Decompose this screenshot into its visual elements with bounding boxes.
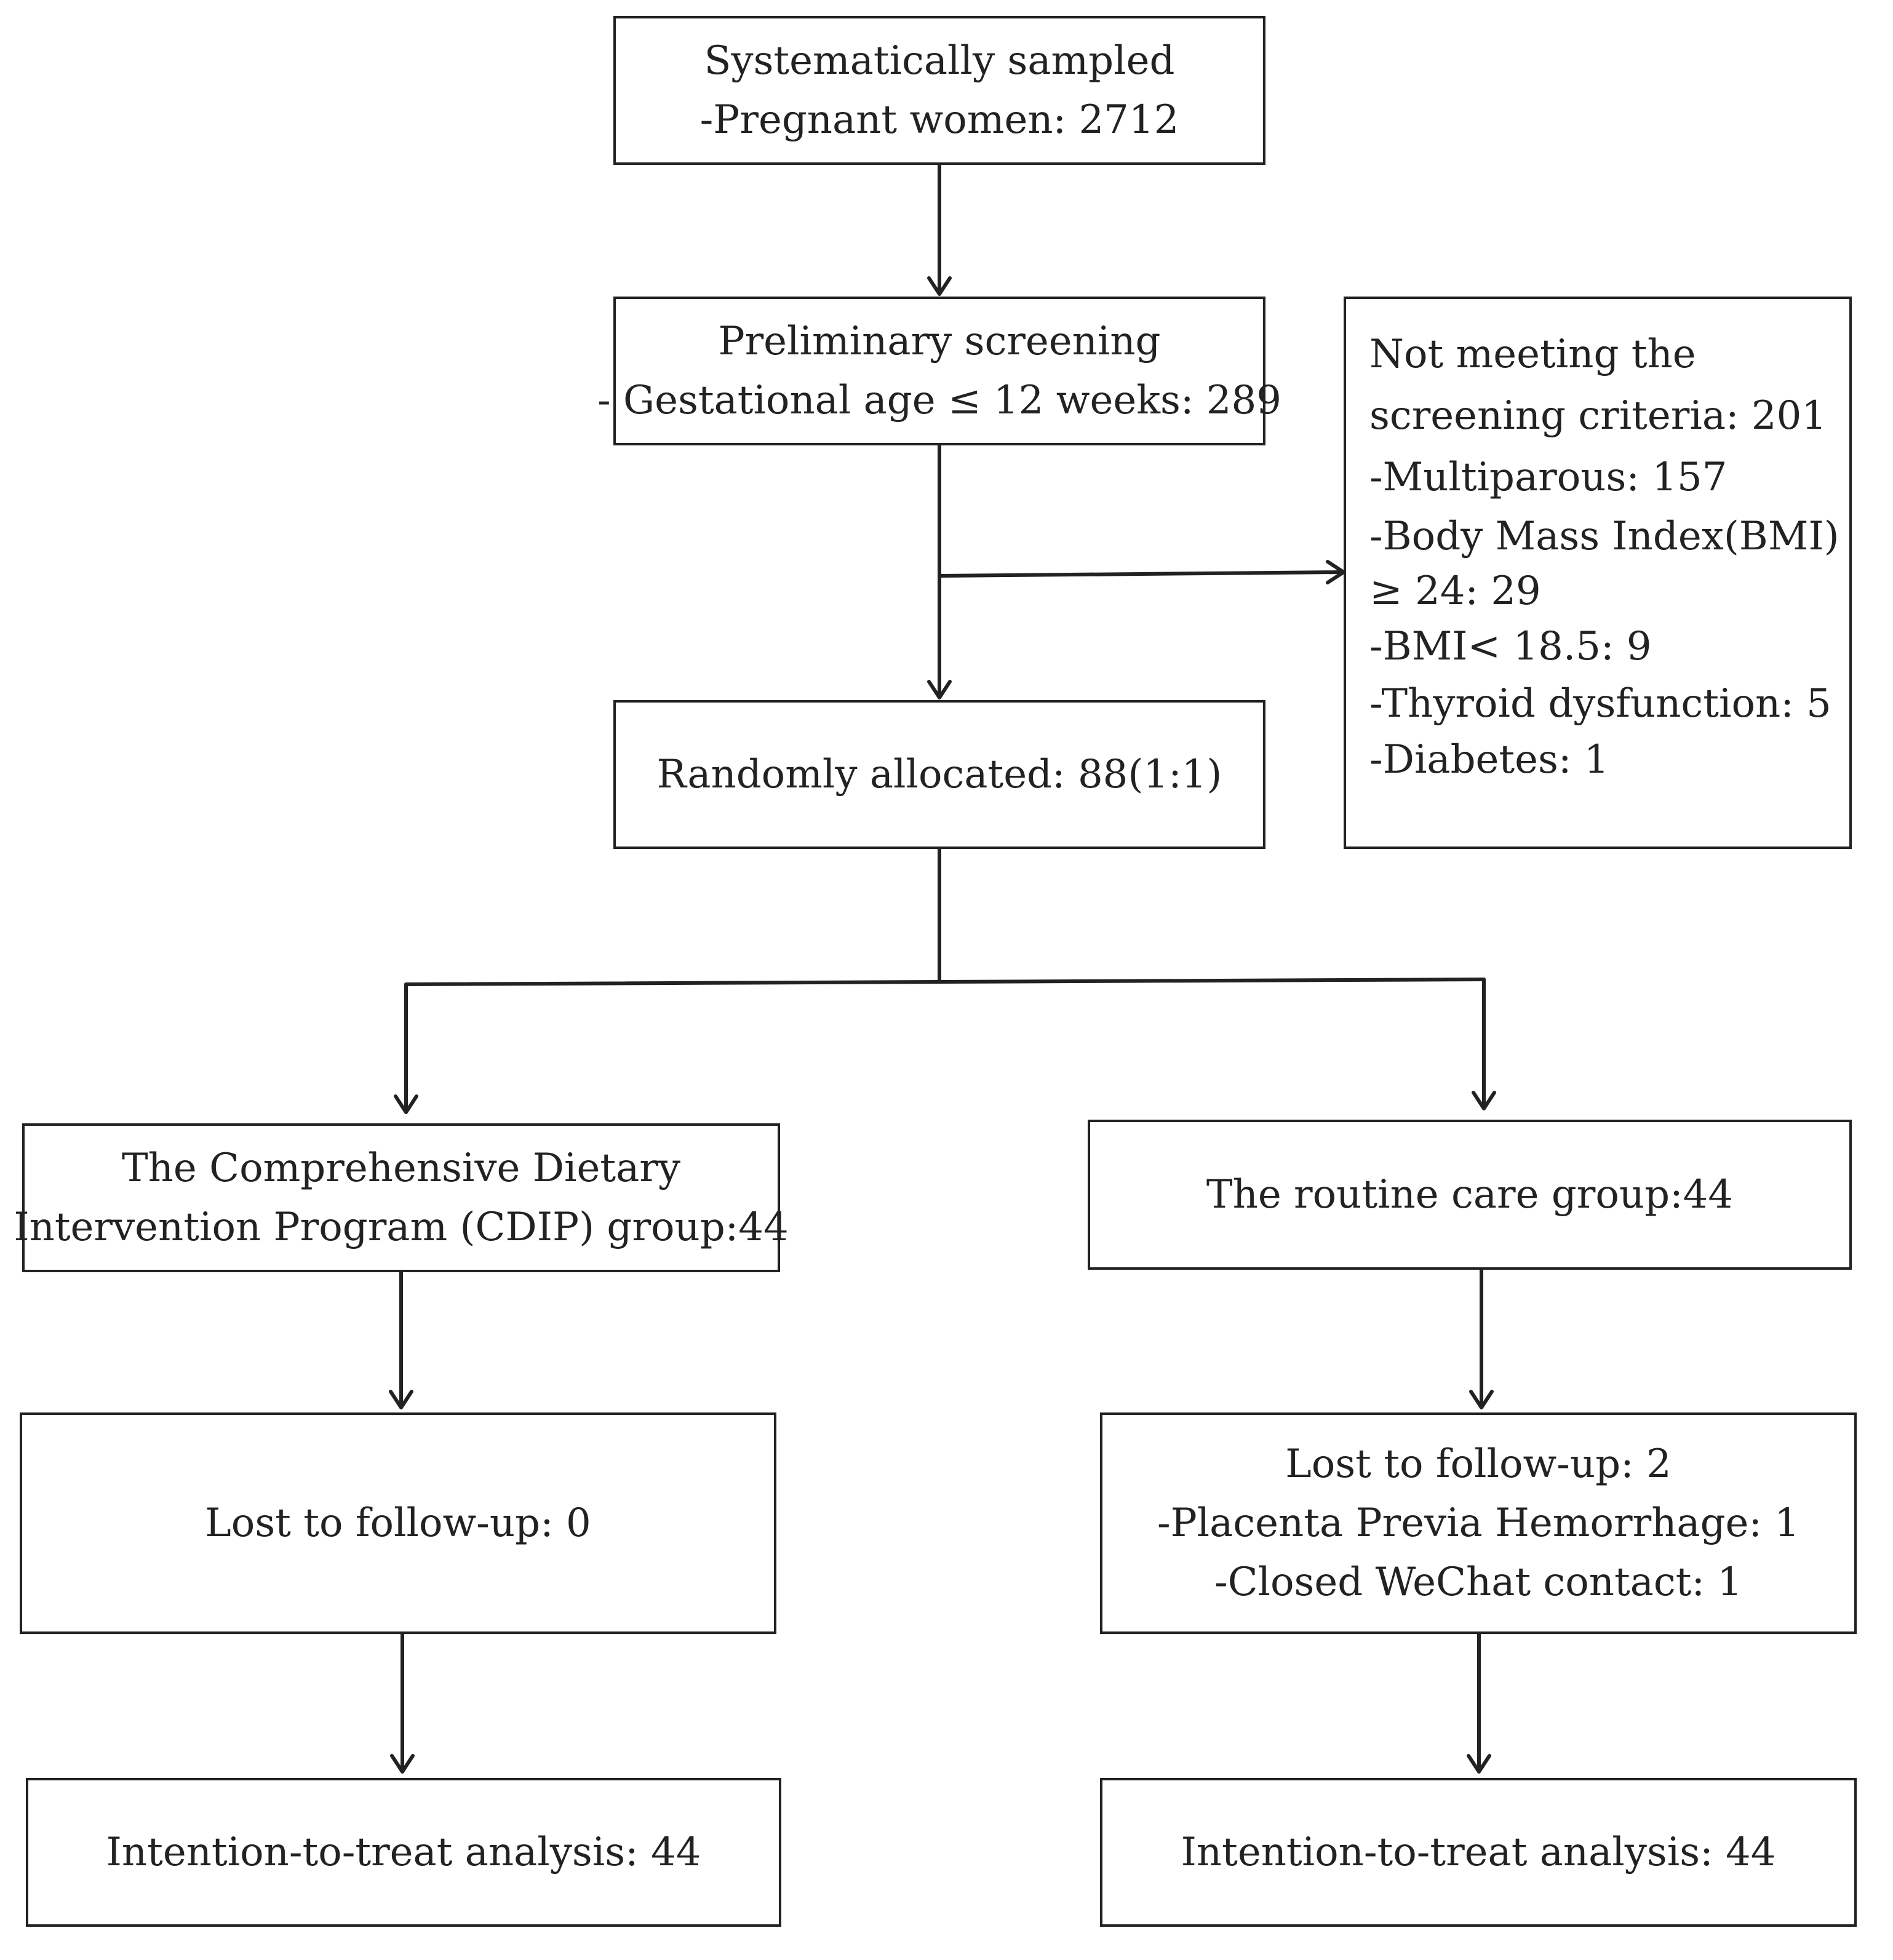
sampled-line-2: -Pregnant women: 2712 bbox=[699, 97, 1179, 143]
excluded-line-2: screening criteria: 201 bbox=[1369, 393, 1827, 439]
box-cdip-group: The Comprehensive Dietary Intervention P… bbox=[14, 1123, 789, 1272]
line-split-horizontal bbox=[404, 978, 1486, 986]
routine-lost-line-3: -Closed WeChat contact: 1 bbox=[1214, 1560, 1743, 1605]
arrow-to-excluded bbox=[938, 570, 1343, 578]
routine-itt-line-1: Intention-to-treat analysis: 44 bbox=[1181, 1830, 1776, 1875]
box-routine-lost: Lost to follow-up: 2 -Placenta Previa He… bbox=[1100, 1412, 1857, 1634]
arrowhead-cdip-itt bbox=[390, 1754, 415, 1774]
sampled-line-1: Systematically sampled bbox=[704, 38, 1175, 84]
excluded-line-5: ≥ 24: 29 bbox=[1369, 568, 1541, 614]
arrowhead-cdip-lost bbox=[389, 1390, 413, 1409]
arrowhead-cdip-group bbox=[394, 1094, 418, 1114]
box-routine-group: The routine care group:44 bbox=[1088, 1120, 1852, 1270]
screening-line-1: Preliminary screening bbox=[718, 319, 1161, 364]
arrowhead-routine-lost bbox=[1469, 1390, 1494, 1409]
box-routine-itt: Intention-to-treat analysis: 44 bbox=[1100, 1778, 1857, 1927]
excluded-line-3: -Multiparous: 157 bbox=[1369, 455, 1728, 500]
excluded-line-4: -Body Mass Index(BMI) bbox=[1369, 514, 1839, 559]
screening-line-2: - Gestational age ≤ 12 weeks: 289 bbox=[597, 378, 1281, 423]
routine-lost-line-1: Lost to follow-up: 2 bbox=[1285, 1441, 1672, 1487]
excluded-line-7: -Thyroid dysfunction: 5 bbox=[1369, 681, 1831, 727]
arrowhead-routine-itt bbox=[1467, 1754, 1491, 1774]
arrowhead-randomized bbox=[927, 680, 952, 699]
randomized-line-1: Randomly allocated: 88(1:1) bbox=[656, 752, 1222, 797]
arrowhead-screening bbox=[927, 276, 952, 296]
excluded-line-8: -Diabetes: 1 bbox=[1369, 737, 1609, 783]
box-excluded: Not meeting the screening criteria: 201 … bbox=[1344, 297, 1852, 849]
excluded-line-1: Not meeting the bbox=[1369, 332, 1696, 377]
routine-lost-line-2: -Placenta Previa Hemorrhage: 1 bbox=[1157, 1500, 1800, 1546]
box-randomized: Randomly allocated: 88(1:1) bbox=[613, 700, 1265, 849]
box-screening: Preliminary screening - Gestational age … bbox=[597, 297, 1281, 445]
routine-group-line-1: The routine care group:44 bbox=[1206, 1172, 1734, 1217]
box-sampled: Systematically sampled -Pregnant women: … bbox=[613, 16, 1265, 165]
box-cdip-lost: Lost to follow-up: 0 bbox=[20, 1412, 776, 1634]
cdip-itt-line-1: Intention-to-treat analysis: 44 bbox=[106, 1830, 701, 1875]
box-cdip-itt: Intention-to-treat analysis: 44 bbox=[26, 1778, 781, 1927]
excluded-line-6: -BMI< 18.5: 9 bbox=[1369, 624, 1652, 669]
cdip-lost-line-1: Lost to follow-up: 0 bbox=[205, 1500, 591, 1546]
cdip-group-line-1: The Comprehensive Dietary bbox=[121, 1145, 681, 1191]
cdip-group-line-2: Intervention Program (CDIP) group:44 bbox=[14, 1205, 789, 1250]
arrowhead-routine-group bbox=[1472, 1091, 1496, 1110]
